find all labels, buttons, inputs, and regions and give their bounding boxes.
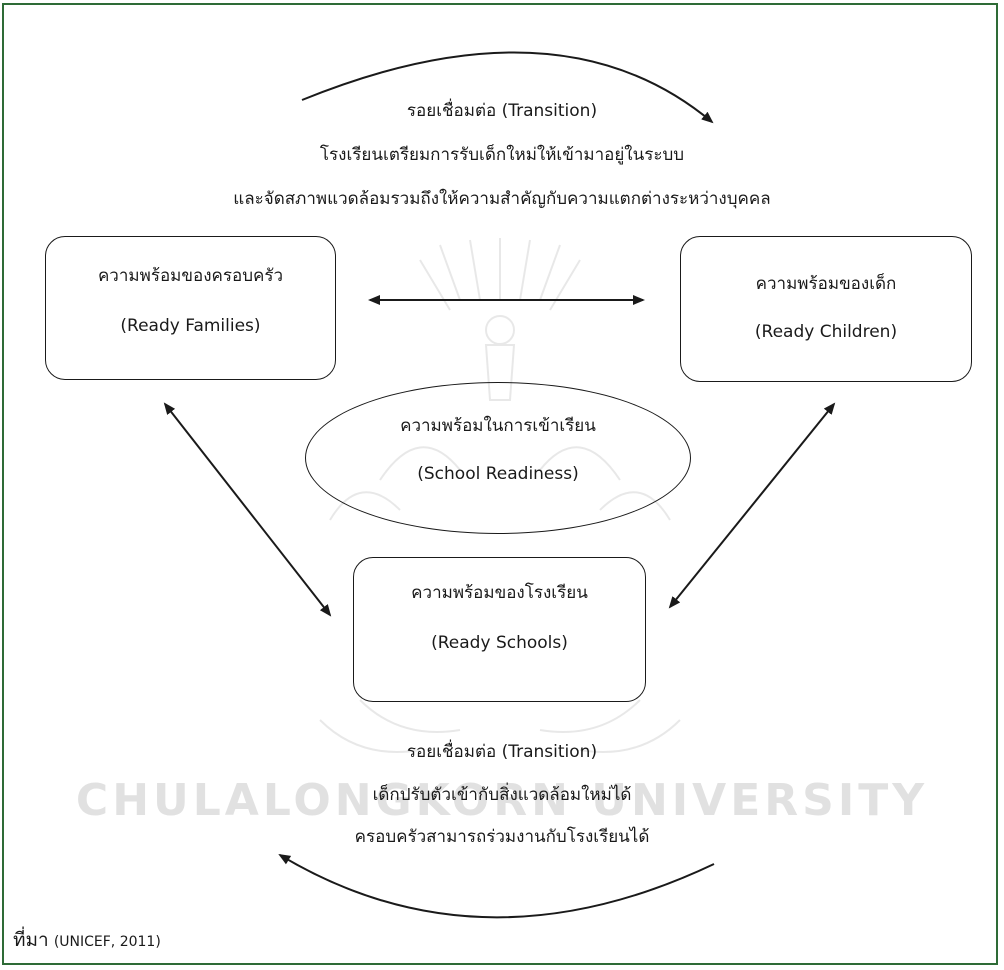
bottom-transition-title: รอยเชื่อมต่อ (Transition) [406,742,598,762]
bottom-transition-line-3: ครอบครัวสามารถร่วมงานกับโรงเรียนได้ [354,827,650,847]
diagram-frame [2,3,998,965]
ready-children-english: (Ready Children) [754,322,898,342]
arrow-children-schools [668,402,836,609]
ready-children-thai: ความพร้อมของเด็ก [755,274,897,294]
source-reference: (UNICEF, 2011) [53,934,161,950]
bottom-transition-arrow [278,853,715,919]
ready-families-thai: ความพร้อมของครอบครัว [97,266,284,286]
bottom-transition-line-2: เด็กปรับตัวเข้ากับสิ่งแวดล้อมใหม่ได้ [372,785,632,805]
top-transition-line-2: โรงเรียนเตรียมการรับเด็กใหม่ให้เข้ามาอยู… [319,145,685,165]
school-readiness-ellipse: ความพร้อมในการเข้าเรียน (School Readines… [305,382,691,534]
watermark-text: CHULALONGKORN UNIVERSITY [75,775,929,826]
top-transition-line-3: และจัดสภาพแวดล้อมรวมถึงให้ความสำคัญกับคว… [233,189,771,209]
ready-schools-box: ความพร้อมของโรงเรียน (Ready Schools) [353,557,646,702]
arrow-families-schools [163,402,332,617]
ready-schools-thai: ความพร้อมของโรงเรียน [411,583,588,603]
school-readiness-thai: ความพร้อมในการเข้าเรียน [400,416,596,436]
source-label: ที่มา [13,929,49,951]
top-transition-title: รอยเชื่อมต่อ (Transition) [406,101,598,121]
source-citation: ที่มา (UNICEF, 2011) [13,925,161,955]
ready-families-english: (Ready Families) [120,316,261,336]
ready-children-box: ความพร้อมของเด็ก (Ready Children) [680,236,972,382]
ready-schools-english: (Ready Schools) [431,633,568,653]
top-transition-arrow [301,51,714,124]
ready-families-box: ความพร้อมของครอบครัว (Ready Families) [45,236,336,380]
school-readiness-english: (School Readiness) [417,464,579,484]
